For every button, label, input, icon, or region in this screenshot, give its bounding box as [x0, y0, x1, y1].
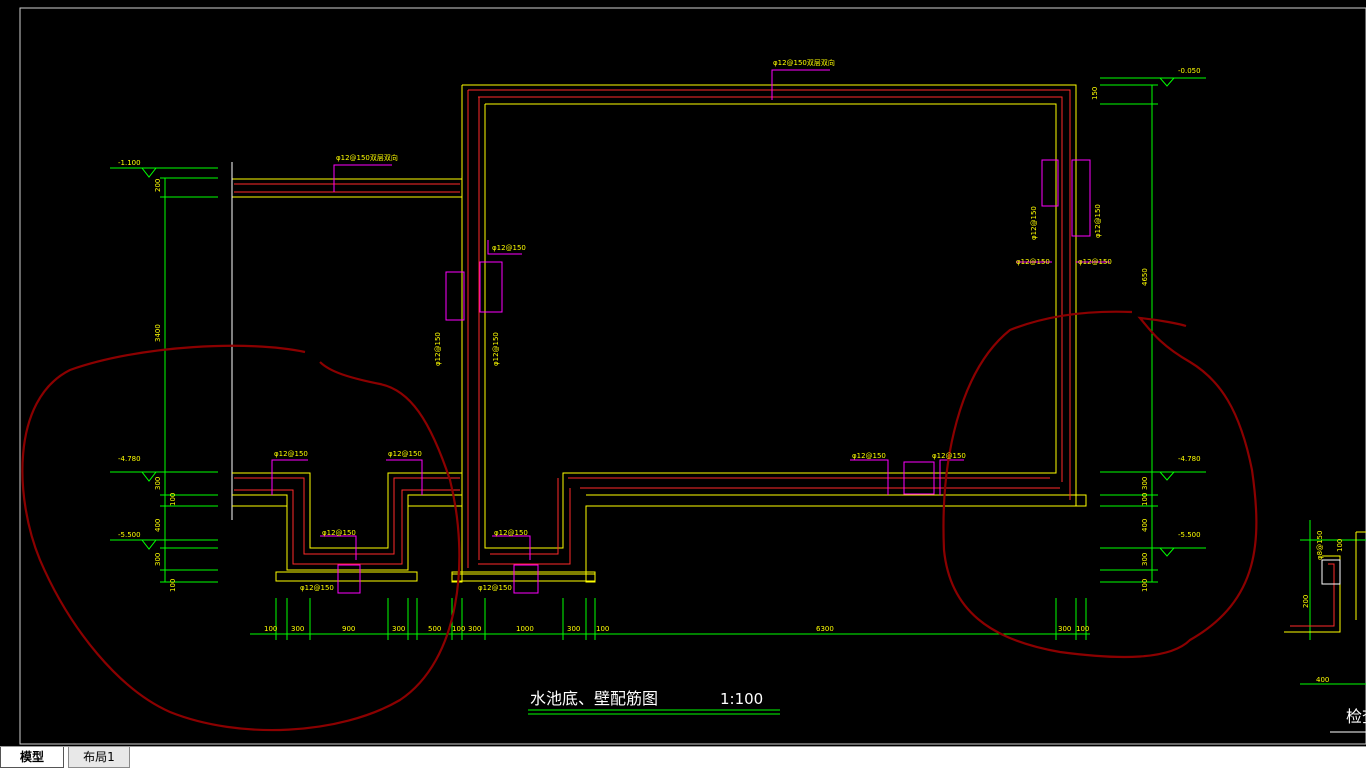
dim-bottom-12: 100	[1076, 625, 1089, 633]
dim-right-300a: 300	[1141, 477, 1149, 490]
drawing-canvas[interactable]: φ12@150双层双向 φ12@150双层双向 φ12@150 φ12@150 …	[0, 0, 1366, 746]
dim-bottom-4: 500	[428, 625, 441, 633]
elevation-low-right: -5.500	[1178, 531, 1201, 539]
detail-dim-200: 200	[1302, 595, 1310, 608]
dim-left-100b: 100	[169, 579, 177, 592]
rebar-label-wall-left-a: φ12@150	[492, 244, 526, 252]
rebar-label-pit1-c: φ12@150	[322, 529, 356, 537]
rebar-label-pit1-d: φ12@150	[300, 584, 334, 592]
elevation-mid-right: -4.780	[1178, 455, 1201, 463]
tab-model[interactable]: 模型	[0, 747, 64, 768]
dim-bottom-6: 300	[468, 625, 481, 633]
dim-left-300a: 300	[154, 477, 162, 490]
detail-dim-100: 100	[1336, 539, 1344, 552]
rebar-label-pit1-b: φ12@150	[388, 450, 422, 458]
detail-label: 检查	[1346, 707, 1366, 726]
drawing-frame	[19, 7, 1366, 745]
drawing-title: 水池底、壁配筋图	[530, 689, 658, 708]
rebar-lines	[234, 89, 1071, 568]
drawing-scale: 1:100	[720, 690, 763, 708]
dim-right-100b: 100	[1141, 579, 1149, 592]
layout-tab-bar: 模型 布局1	[0, 746, 1366, 768]
elevation-top-right: -0.050	[1178, 67, 1201, 75]
dim-left-200: 200	[154, 179, 162, 192]
dim-left-300b: 300	[154, 553, 162, 566]
dim-left-400: 400	[154, 519, 162, 532]
dim-bottom-5: 100	[452, 625, 465, 633]
rebar-label-wall-right-d: φ12@150	[1094, 204, 1102, 238]
rebar-label-pit2-b: φ12@150	[478, 584, 512, 592]
elevation-top-left: -1.100	[118, 159, 141, 167]
rebar-label-wall-left-c: φ12@150	[492, 332, 500, 366]
dim-right-300b: 300	[1141, 553, 1149, 566]
dim-bottom-3: 300	[392, 625, 405, 633]
dim-bottom-10: 6300	[816, 625, 834, 633]
annotation-circle-right	[942, 310, 1258, 659]
elevation-mid-left: -4.780	[118, 455, 141, 463]
dim-bottom-7: 1000	[516, 625, 534, 633]
detail-section	[1284, 520, 1366, 733]
dim-left-100a: 100	[169, 493, 177, 506]
dim-bottom-8: 300	[567, 625, 580, 633]
dim-left-3400: 3400	[154, 324, 162, 342]
dimension-lines	[110, 77, 1206, 715]
leader-lines	[271, 69, 1110, 594]
dim-right-400: 400	[1141, 519, 1149, 532]
detail-rebar: φ8@150	[1316, 531, 1324, 560]
dim-right-100a: 100	[1141, 493, 1149, 506]
rebar-label-pit1-a: φ12@150	[274, 450, 308, 458]
dim-bottom-2: 900	[342, 625, 355, 633]
detail-dim-400: 400	[1316, 676, 1329, 684]
rebar-label-pit2-a: φ12@150	[494, 529, 528, 537]
tab-layout1[interactable]: 布局1	[68, 747, 130, 768]
dim-right-150: 150	[1091, 87, 1099, 100]
rebar-label-slab: φ12@150双层双向	[336, 153, 398, 162]
rebar-label-wall-left-b: φ12@150	[434, 332, 442, 366]
dim-right-4650: 4650	[1141, 268, 1149, 286]
annotation-circle-left	[21, 344, 461, 732]
rebar-label-floor-b: φ12@150	[932, 452, 966, 460]
elevation-low-left: -5.500	[118, 531, 141, 539]
dim-bottom-11: 300	[1058, 625, 1071, 633]
rebar-label-floor-a: φ12@150	[852, 452, 886, 460]
dim-bottom-1: 300	[291, 625, 304, 633]
dim-bottom-9: 100	[596, 625, 609, 633]
rebar-label-wall-right-c: φ12@150	[1030, 206, 1038, 240]
structure-outline	[231, 84, 1087, 583]
rebar-label-wall-right-a: φ12@150	[1016, 258, 1050, 266]
rebar-label-wall-right-b: φ12@150	[1078, 258, 1112, 266]
dim-bottom-0: 100	[264, 625, 277, 633]
rebar-label-top: φ12@150双层双向	[773, 58, 835, 67]
